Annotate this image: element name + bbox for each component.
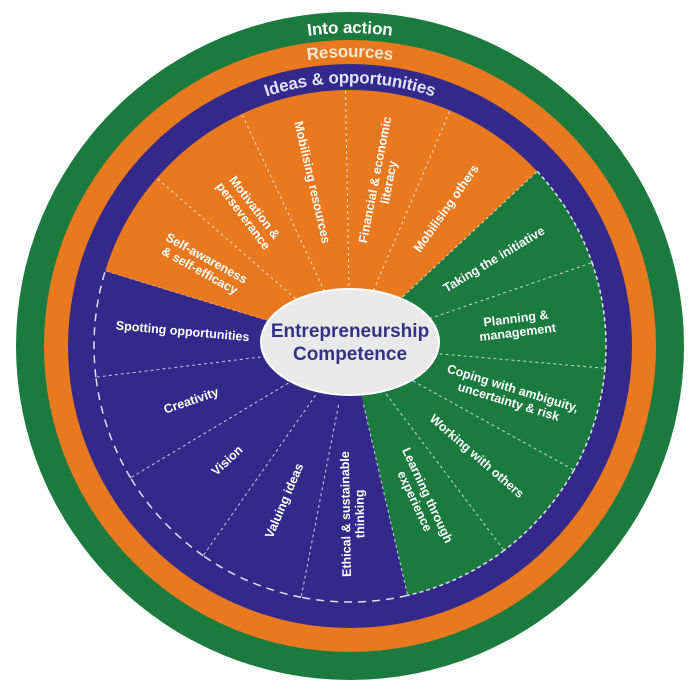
segment-purple bbox=[130, 366, 328, 556]
ring-label-into-action: Into action bbox=[306, 18, 394, 40]
segment-divider bbox=[241, 113, 326, 292]
segment-outer-border bbox=[407, 549, 505, 597]
segment-divider bbox=[402, 374, 575, 471]
segment-green bbox=[387, 262, 606, 369]
competence-label: Ethical & sustainablethinking bbox=[338, 451, 368, 577]
center-title-line2: Competence bbox=[293, 344, 407, 365]
segment-outer-border bbox=[591, 262, 607, 369]
competence-label-line: thinking bbox=[353, 489, 368, 538]
segment-orange bbox=[105, 178, 320, 335]
segment-orange bbox=[365, 110, 538, 319]
segment-green bbox=[384, 349, 606, 471]
segment-outer-border bbox=[536, 170, 593, 263]
segment-orange bbox=[156, 113, 334, 320]
segment-orange bbox=[345, 90, 451, 310]
segment-divider bbox=[130, 376, 299, 479]
segment-divider bbox=[372, 110, 451, 291]
segment-outer-border bbox=[573, 368, 606, 471]
segment-orange bbox=[241, 90, 350, 310]
segment-green bbox=[374, 365, 574, 551]
segment-purple bbox=[94, 271, 312, 378]
center-title-line1: Entrepreneurship bbox=[271, 321, 429, 342]
segment-divider bbox=[393, 171, 538, 306]
segment-divider bbox=[406, 262, 593, 327]
segment-divider bbox=[363, 404, 409, 596]
segment-purple bbox=[203, 378, 343, 598]
segment-divider bbox=[202, 394, 316, 556]
ring-label-resources: Resources bbox=[306, 42, 395, 64]
segment-divider bbox=[409, 350, 606, 369]
segment-divider bbox=[95, 352, 291, 378]
segment-divider bbox=[156, 177, 306, 308]
competence-label-line: Ethical & sustainable bbox=[338, 451, 354, 577]
segment-purple bbox=[301, 384, 408, 602]
center-hub bbox=[260, 288, 440, 396]
segment-green bbox=[379, 171, 593, 333]
segment-outer-border bbox=[503, 469, 575, 552]
segment-purple bbox=[95, 350, 316, 478]
segment-divider bbox=[345, 90, 350, 287]
segment-divider bbox=[300, 404, 340, 598]
segment-divider bbox=[385, 393, 505, 551]
segments bbox=[93, 90, 607, 603]
